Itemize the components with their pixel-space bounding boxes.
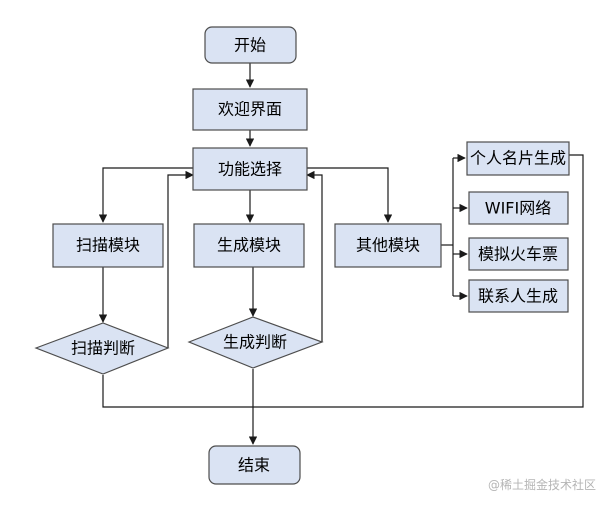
edge-gencheck-loop <box>306 170 323 342</box>
edge-scancheck-loop <box>167 170 194 348</box>
node-card-label: 个人名片生成 <box>470 149 566 168</box>
node-gen-check-label: 生成判断 <box>223 333 287 352</box>
node-ticket-label: 模拟火车票 <box>478 245 558 264</box>
node-scan-check: 扫描判断 <box>34 322 170 375</box>
node-generate-label: 生成模块 <box>217 236 281 255</box>
node-scan-check-label: 扫描判断 <box>71 339 135 358</box>
node-welcome: 欢迎界面 <box>192 88 308 131</box>
node-scan: 扫描模块 <box>52 223 164 268</box>
node-wifi-label: WIFI网络 <box>485 199 551 218</box>
node-start-label: 开始 <box>234 36 266 55</box>
node-ticket: 模拟火车票 <box>468 237 569 271</box>
node-wifi: WIFI网络 <box>468 191 569 225</box>
node-contact-label: 联系人生成 <box>478 287 558 306</box>
node-gen-check: 生成判断 <box>187 316 324 369</box>
node-start: 开始 <box>204 26 297 64</box>
node-welcome-label: 欢迎界面 <box>218 100 282 119</box>
edge-select-scan <box>98 167 193 223</box>
node-scan-label: 扫描模块 <box>76 236 140 255</box>
node-generate: 生成模块 <box>193 223 305 268</box>
node-other: 其他模块 <box>334 223 442 268</box>
node-select: 功能选择 <box>192 147 308 191</box>
node-end: 结束 <box>208 445 301 485</box>
watermark: @稀土掘金技术社区 <box>488 477 596 492</box>
node-select-label: 功能选择 <box>218 160 282 179</box>
edge-select-other <box>307 167 393 223</box>
edges <box>98 63 584 445</box>
node-end-label: 结束 <box>238 456 270 475</box>
node-contact: 联系人生成 <box>468 279 569 313</box>
edge-scancheck-bottom <box>102 154 584 408</box>
node-card: 个人名片生成 <box>466 141 570 176</box>
node-other-label: 其他模块 <box>356 236 420 255</box>
